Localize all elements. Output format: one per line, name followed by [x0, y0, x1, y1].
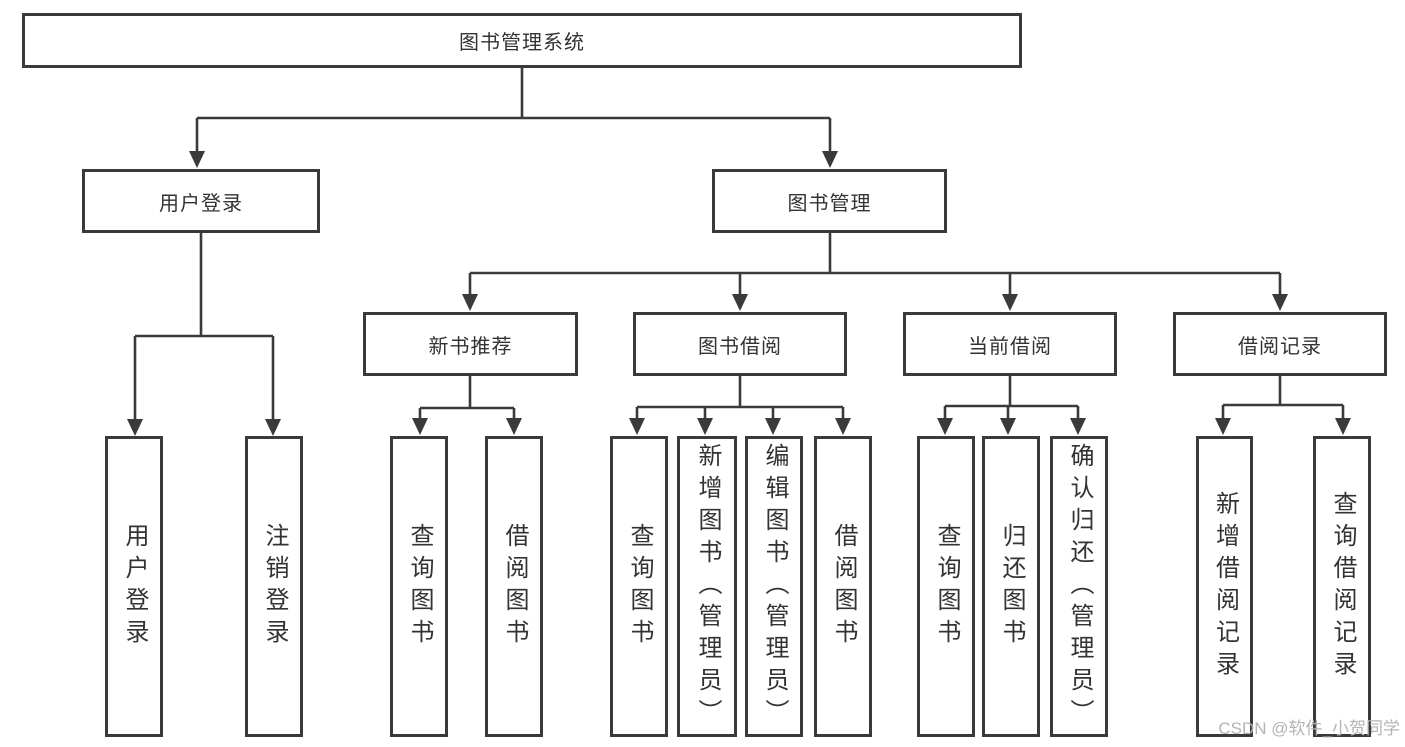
node-book-management: 图书管理: [712, 169, 947, 233]
node-label: 查询图书: [406, 522, 433, 651]
leaf-records-add-record: 新增借阅记录: [1196, 436, 1253, 737]
node-label: 查询图书: [933, 522, 960, 651]
node-borrow-records: 借阅记录: [1173, 312, 1387, 376]
csdn-watermark: CSDN @软件_小贺同学: [1218, 719, 1400, 738]
node-label: 确认归还（管理员）: [1066, 442, 1093, 731]
node-label: 当前借阅: [968, 335, 1052, 358]
node-current-borrow: 当前借阅: [903, 312, 1117, 376]
node-label: 新增图书（管理员）: [694, 442, 721, 731]
leaf-current-confirm-return-admin: 确认归还（管理员）: [1050, 436, 1108, 737]
leaf-borrow-borrow-books: 借阅图书: [814, 436, 872, 737]
node-root-system: 图书管理系统: [22, 13, 1022, 68]
connector-book-mgmt-children: [462, 233, 1288, 311]
leaf-borrow-query-books: 查询图书: [610, 436, 668, 737]
node-label: 图书管理: [787, 192, 872, 215]
leaf-newbook-borrow-books: 借阅图书: [485, 436, 543, 737]
leaf-logout: 注销登录: [245, 436, 303, 737]
node-user-login: 用户登录: [82, 169, 320, 233]
connector-user-login-children: [127, 233, 281, 436]
node-label: 借阅记录: [1238, 335, 1322, 358]
node-label: 查询借阅记录: [1329, 490, 1356, 683]
node-label: 图书借阅: [698, 335, 782, 358]
leaf-borrow-add-books-admin: 新增图书（管理员）: [677, 436, 737, 737]
leaf-user-login: 用户登录: [105, 436, 163, 737]
node-label: 编辑图书（管理员）: [761, 442, 788, 731]
node-label: 图书管理系统: [459, 32, 585, 54]
node-label: 查询图书: [626, 522, 653, 651]
node-new-book-recommend: 新书推荐: [363, 312, 578, 376]
connector-records-children: [1215, 376, 1351, 435]
connector-new-book-children: [412, 376, 522, 435]
node-label: 归还图书: [998, 522, 1025, 651]
leaf-current-query-books: 查询图书: [917, 436, 975, 737]
node-label: 新增借阅记录: [1211, 490, 1239, 683]
leaf-records-query-record: 查询借阅记录: [1313, 436, 1371, 737]
connector-borrow-children: [629, 376, 851, 435]
node-label: 借阅图书: [830, 522, 857, 651]
node-label: 用户登录: [159, 192, 243, 215]
node-book-borrow: 图书借阅: [633, 312, 847, 376]
connector-root-to-level2: [189, 68, 838, 168]
node-label: 借阅图书: [501, 522, 528, 651]
node-label: 注销登录: [261, 522, 288, 651]
node-label: 新书推荐: [428, 335, 513, 358]
leaf-newbook-query-books: 查询图书: [390, 436, 448, 737]
connector-current-children: [937, 376, 1086, 435]
node-label: 用户登录: [121, 522, 148, 651]
leaf-current-return-books: 归还图书: [982, 436, 1040, 737]
leaf-borrow-edit-books-admin: 编辑图书（管理员）: [745, 436, 803, 737]
